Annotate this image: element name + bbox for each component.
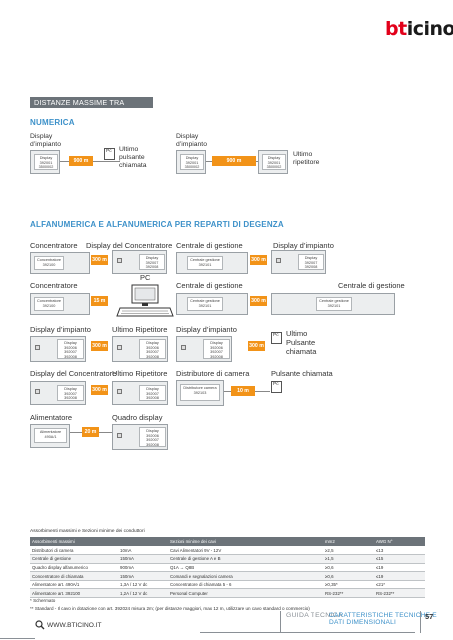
table-header-row: Assorbimenti massimi Sezioni minime dei … xyxy=(30,537,425,546)
concentratore-label: Concentratore xyxy=(30,241,78,250)
footer-divider xyxy=(420,611,421,633)
numerica-right-label: Display d’impianto xyxy=(176,133,207,148)
ultimo-ripetitore-label: Ultimo Ripetitore xyxy=(112,369,168,378)
computer-icon xyxy=(116,284,174,317)
bticino-logo: bticino xyxy=(385,18,453,40)
distance-badge: 20 m xyxy=(82,427,99,437)
numerica-right-end-label: Ultimo ripetitore xyxy=(293,151,320,166)
call-button-box: Pc xyxy=(271,381,282,393)
pc-label: PC xyxy=(140,273,151,282)
display-concentratore-label: Display del Concentratore xyxy=(86,241,173,250)
distance-badge: 15 m xyxy=(91,296,108,306)
distributore-camera-label: Distributore di camera xyxy=(176,369,250,378)
pulsante-chiamata-label: Pulsante chiamata xyxy=(271,369,333,378)
magnifier-icon xyxy=(35,620,45,630)
display-concentratore-label: Display del Concentratore xyxy=(30,369,117,378)
distance-badge: 300 m xyxy=(250,296,267,306)
distance-badge: 300 m xyxy=(248,341,265,351)
distance-badge: 300 m xyxy=(91,385,108,395)
footer-divider xyxy=(280,611,281,633)
spacer xyxy=(314,612,315,632)
ultimo-ripetitore-label: Ultimo Ripetitore xyxy=(112,325,168,334)
distance-badge: 10 m xyxy=(231,386,255,396)
numerica-left-end-label: Ultimo pulsante chiamata xyxy=(119,146,147,169)
footer-url[interactable]: WWW.BTICINO.IT xyxy=(47,622,102,629)
display-impianto-label: Display d’impianto xyxy=(273,241,334,250)
alfanumerica-heading: ALFANUMERICA E ALFANUMERICA PER REPARTI … xyxy=(30,220,284,229)
distance-badge: 900 m xyxy=(212,156,256,166)
table-note: * Schermato xyxy=(30,598,56,603)
alimentatore-label: Alimentatore xyxy=(30,413,73,422)
numerica-heading: NUMERICA xyxy=(30,118,75,127)
ultimo-pulsante-label: Ultimo Pulsante chiamata xyxy=(286,329,317,356)
numerica-left-label: Display d’impianto xyxy=(30,133,61,148)
concentratore-label: Concentratore xyxy=(30,281,78,290)
quadro-display-label: Quadro display xyxy=(112,413,163,422)
table-note: ** Standard - Il cavo in dotazione con a… xyxy=(30,606,310,611)
centrale-gestione-label: Centrale di gestione xyxy=(338,281,405,290)
display-impianto-label: Display d’impianto xyxy=(30,325,91,334)
distance-badge: 300 m xyxy=(91,341,108,351)
centrale-gestione-label: Centrale di gestione xyxy=(176,241,243,250)
distance-badge: 300 m xyxy=(250,255,267,265)
display-impianto-label: Display d’impianto xyxy=(176,325,237,334)
call-button-box: Pc xyxy=(271,332,282,344)
call-button-box: Pc xyxy=(104,148,115,160)
footer-rule xyxy=(200,632,415,633)
distance-badge: 900 m xyxy=(69,156,93,166)
distance-badge: 300 m xyxy=(91,255,108,265)
table-caption: Assorbimenti massimi e Sezioni minime de… xyxy=(30,529,145,534)
page-number: 57 xyxy=(425,612,434,621)
specs-table: Assorbimenti massimi Sezioni minime dei … xyxy=(30,537,425,599)
footer-section-title: CARATTERISTICHE TECNICHE E DATI DIMENSIO… xyxy=(329,612,437,626)
section-title-bar: DISTANZE MASSIME TRA COMPONENTI xyxy=(30,97,153,118)
footer-rule xyxy=(0,638,35,639)
centrale-gestione-label: Centrale di gestione xyxy=(176,281,243,290)
